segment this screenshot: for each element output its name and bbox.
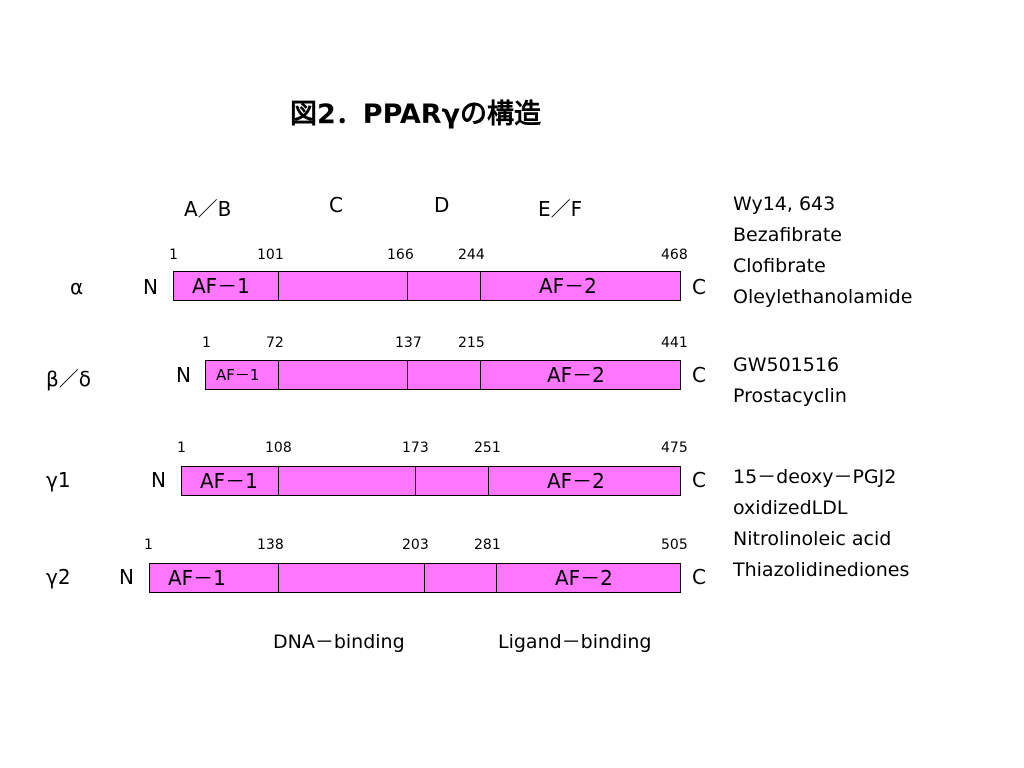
isoform-label-alpha: α [70,275,84,299]
ligand-list-gamma: 15－deoxy－PGJ2 oxidizedLDL Nitrolinoleic … [733,462,909,586]
boundary-gamma1-2 [415,467,416,495]
region-label-dna-binding: DNA－binding [273,631,405,653]
ligand-item: Thiazolidinediones [733,559,910,581]
c-terminal-alpha: C [692,275,706,299]
position-gamma1-1: 1 [177,440,186,456]
position-gamma2-4: 281 [474,537,501,553]
af1-label-alpha: AF－1 [192,274,250,298]
n-terminal-gamma1: N [151,468,166,492]
n-terminal-beta-delta: N [176,363,191,387]
boundary-alpha-3 [480,272,481,300]
ligand-item: Wy14, 643 [733,193,836,215]
c-terminal-gamma1: C [692,468,706,492]
ligand-item: Bezafibrate [733,224,842,246]
af2-label-alpha: AF－2 [539,274,597,298]
ligand-item: Prostacyclin [733,385,847,407]
position-gamma1-4: 251 [474,440,501,456]
boundary-gamma1-1 [278,467,279,495]
ligand-item: Nitrolinoleic acid [733,528,892,550]
position-alpha-3: 166 [387,247,414,263]
ligand-item: oxidizedLDL [733,497,848,519]
position-beta-delta-5: 441 [661,335,688,351]
ligand-list-alpha: Wy14, 643 Bezafibrate Clofibrate Oleylet… [733,189,912,313]
position-gamma2-3: 203 [402,537,429,553]
position-alpha-2: 101 [257,247,284,263]
boundary-beta-delta-2 [407,361,408,389]
boundary-alpha-2 [407,272,408,300]
position-gamma2-5: 505 [661,537,688,553]
boundary-alpha-1 [278,272,279,300]
boundary-gamma1-3 [488,467,489,495]
c-terminal-gamma2: C [692,565,706,589]
af1-label-gamma2: AF－1 [168,566,226,590]
position-gamma2-2: 138 [257,537,284,553]
position-beta-delta-2: 72 [266,335,284,351]
ligand-item: Clofibrate [733,255,826,277]
boundary-beta-delta-3 [480,361,481,389]
ligand-list-beta-delta: GW501516 Prostacyclin [733,350,847,412]
domain-bar-gamma1: AF－1 AF－2 [181,466,681,496]
domain-bar-alpha: AF－1 AF－2 [173,271,681,301]
domain-bar-beta-delta: AF－1 AF－2 [205,360,681,390]
position-gamma1-2: 108 [265,440,292,456]
ligand-item: GW501516 [733,354,840,376]
region-label-ligand-binding: Ligand－binding [498,631,652,653]
domain-bar-gamma2: AF－1 AF－2 [149,563,681,593]
position-gamma1-5: 475 [661,440,688,456]
af2-label-gamma1: AF－2 [547,469,605,493]
position-gamma1-3: 173 [402,440,429,456]
af2-label-gamma2: AF－2 [555,566,613,590]
domain-label-ab: A／B [184,197,232,221]
c-terminal-beta-delta: C [692,363,706,387]
af1-label-gamma1: AF－1 [200,469,258,493]
position-alpha-1: 1 [169,247,178,263]
isoform-label-beta-delta: β／δ [46,367,91,391]
ligand-item: 15－deoxy－PGJ2 [733,466,897,488]
boundary-gamma2-2 [424,564,425,592]
domain-label-c: C [329,193,343,217]
isoform-label-gamma2: γ2 [46,565,71,589]
position-beta-delta-1: 1 [202,335,211,351]
page-title: 図2．PPARγの構造 [290,99,541,130]
domain-label-ef: E／F [538,197,583,221]
position-beta-delta-4: 215 [458,335,485,351]
position-alpha-5: 468 [661,247,688,263]
boundary-gamma2-1 [278,564,279,592]
n-terminal-alpha: N [143,275,158,299]
position-gamma2-1: 1 [144,537,153,553]
isoform-label-gamma1: γ1 [46,468,71,492]
position-alpha-4: 244 [458,247,485,263]
boundary-beta-delta-1 [278,361,279,389]
ligand-item: Oleylethanolamide [733,286,913,308]
n-terminal-gamma2: N [119,565,134,589]
af2-label-beta-delta: AF－2 [547,363,605,387]
boundary-gamma2-3 [496,564,497,592]
position-beta-delta-3: 137 [395,335,422,351]
af1-label-beta-delta: AF－1 [216,366,260,384]
domain-label-d: D [434,193,450,217]
